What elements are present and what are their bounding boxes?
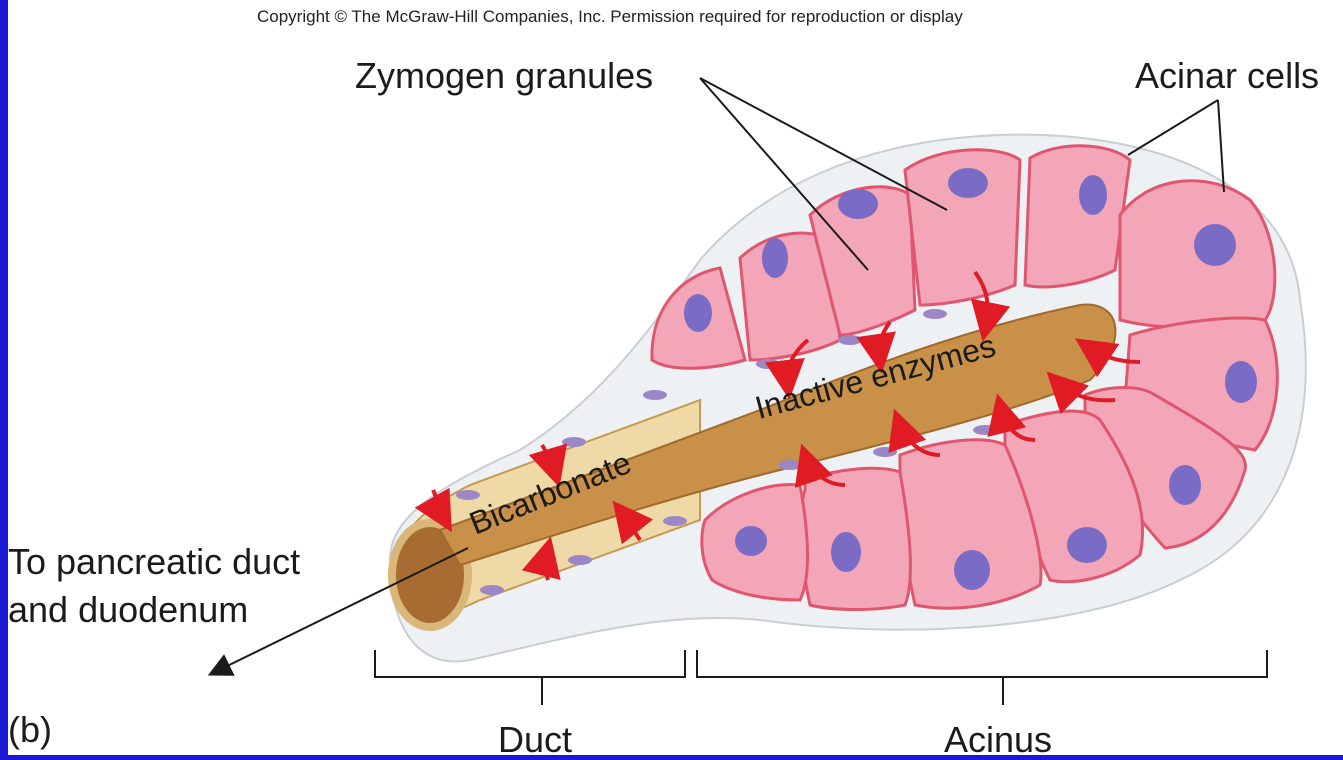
nucleus xyxy=(684,294,712,332)
nucleus xyxy=(838,189,878,219)
acinus-bracket xyxy=(697,650,1267,705)
nucleus xyxy=(948,168,988,198)
label-zymogen-granules: Zymogen granules xyxy=(355,58,653,94)
acinar-cell xyxy=(1025,146,1130,287)
label-acinar-cells: Acinar cells xyxy=(1135,58,1319,94)
label-duct: Duct xyxy=(498,722,572,758)
label-to-pancreatic-line1: To pancreatic duct xyxy=(8,538,300,586)
duct-bracket xyxy=(375,650,685,705)
panel-letter: (b) xyxy=(8,712,52,748)
nucleus xyxy=(1194,224,1236,266)
brackets xyxy=(375,650,1267,705)
nucleus xyxy=(735,526,767,556)
secretion-arrow xyxy=(546,548,548,580)
leader-acinar-2 xyxy=(1218,100,1224,192)
nucleus xyxy=(762,238,788,278)
nucleus xyxy=(1169,465,1201,505)
nucleus xyxy=(1067,527,1107,563)
label-to-pancreatic-line2: and duodenum xyxy=(8,586,300,634)
copyright-notice: Copyright © The McGraw-Hill Companies, I… xyxy=(257,8,963,25)
leader-acinar-1 xyxy=(1128,100,1218,155)
nucleus xyxy=(1225,361,1257,403)
label-acinus: Acinus xyxy=(944,722,1052,758)
nucleus xyxy=(954,550,990,590)
nucleus xyxy=(831,532,861,572)
label-to-pancreatic-duct: To pancreatic duct and duodenum xyxy=(8,538,300,634)
nucleus xyxy=(1079,175,1107,215)
